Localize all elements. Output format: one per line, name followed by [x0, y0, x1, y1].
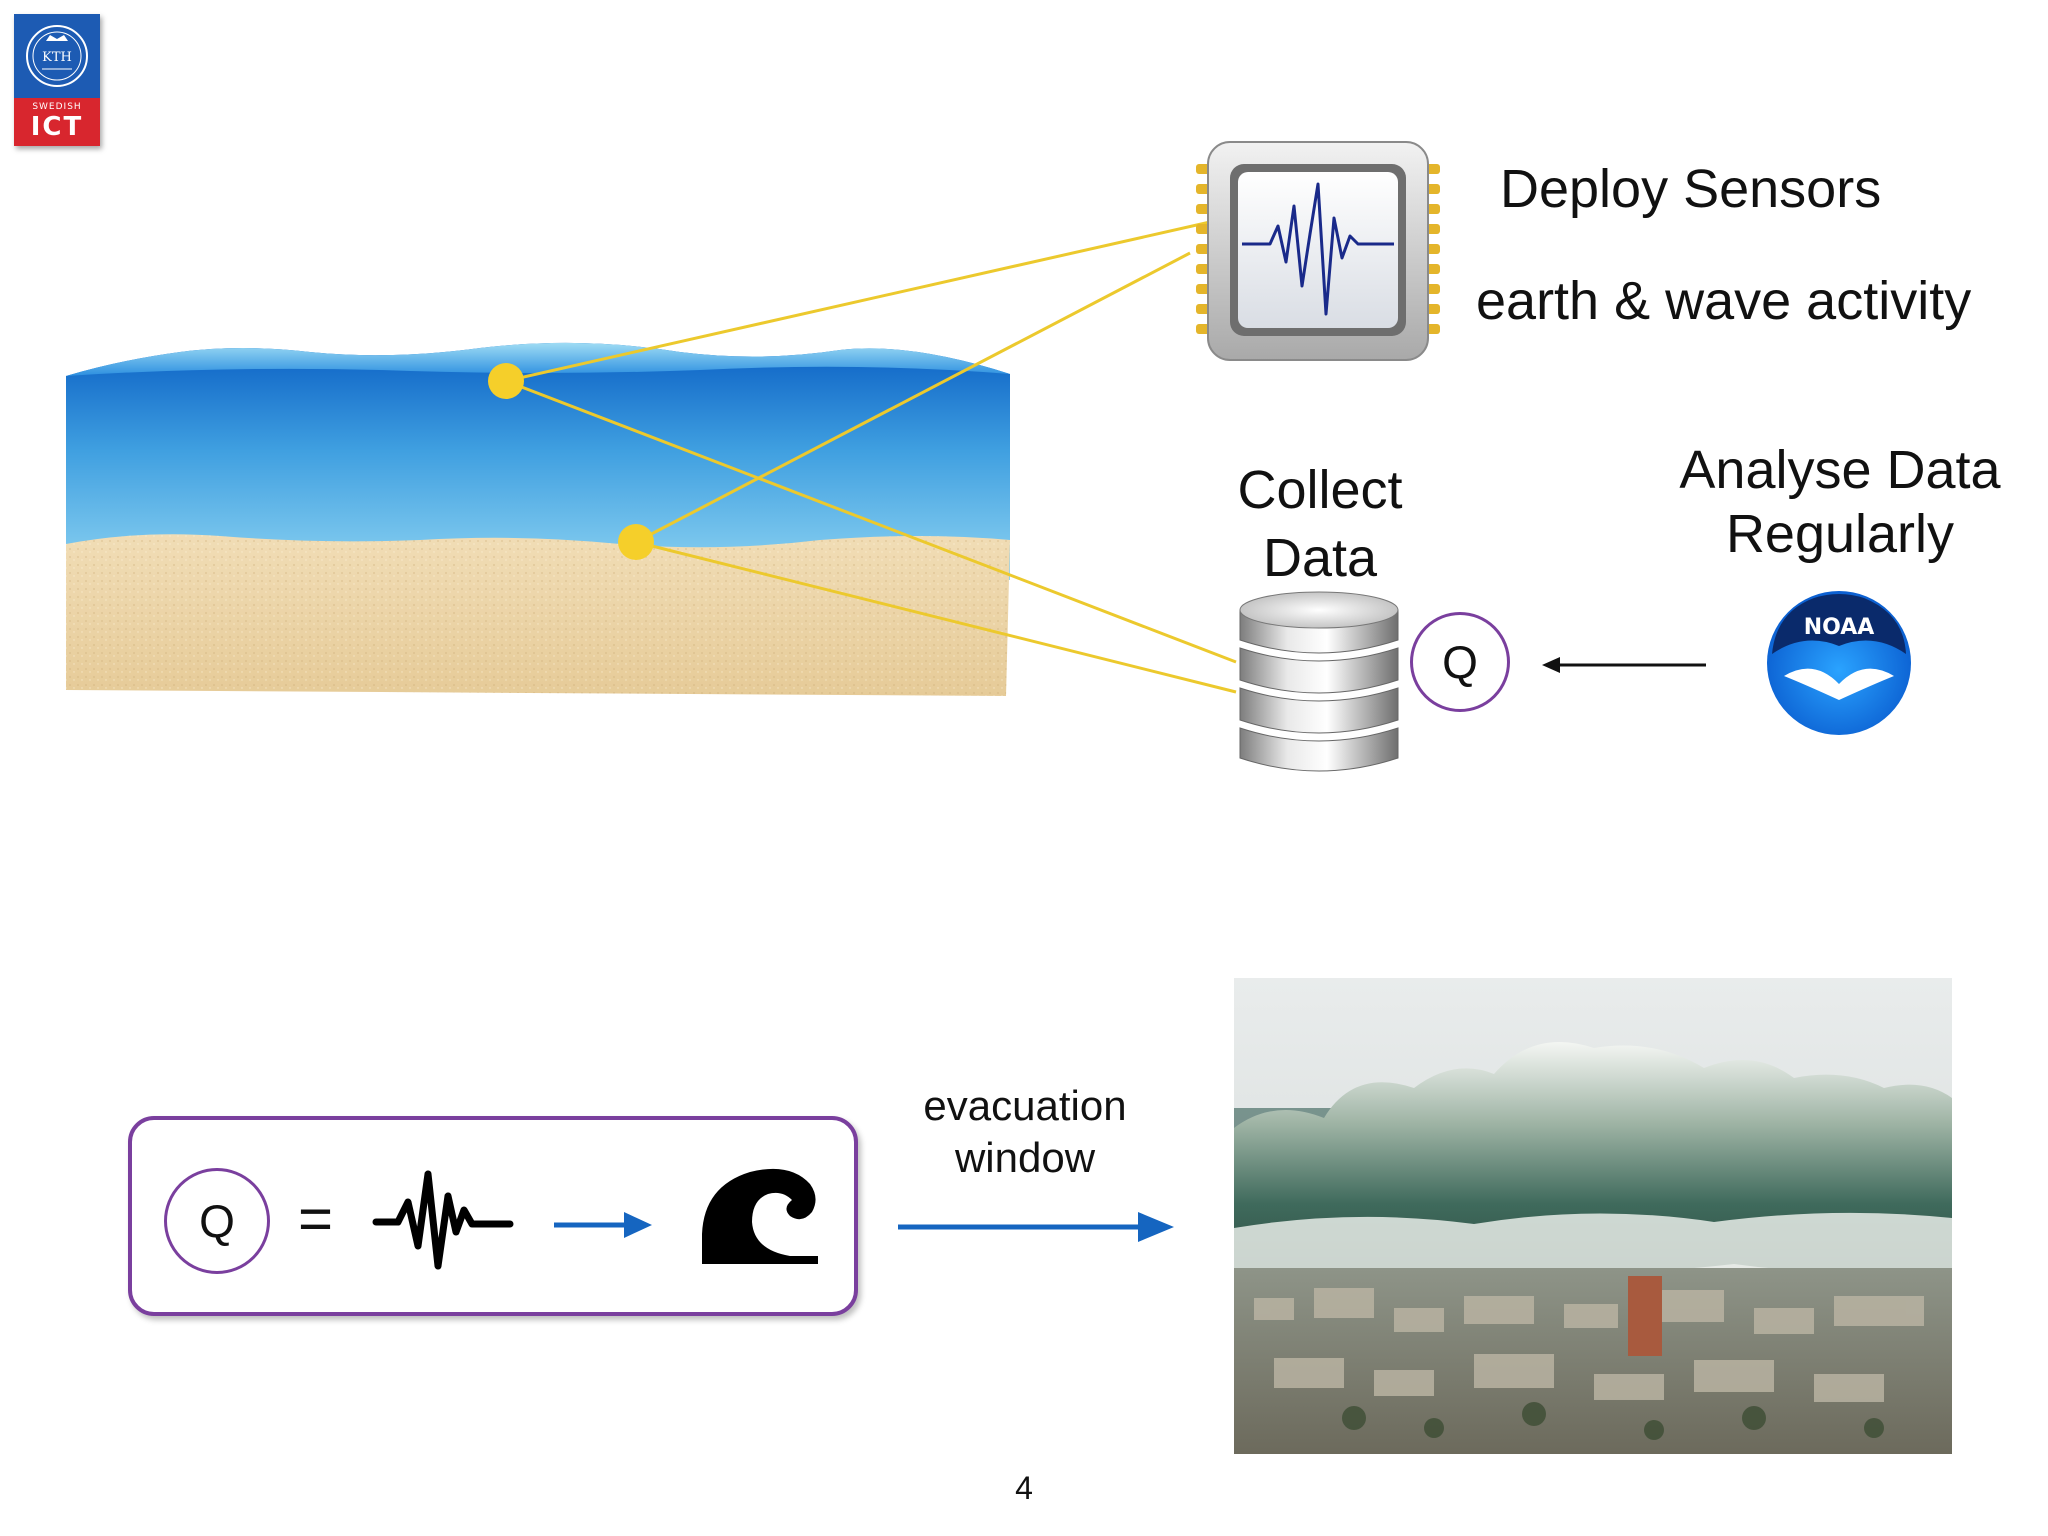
tsunami-wave-icon	[702, 1168, 818, 1264]
connector-line	[635, 540, 1237, 694]
formula-query-circle: Q	[164, 1168, 270, 1274]
earth-wave-activity-label: earth & wave activity	[1476, 271, 1972, 331]
logo-swedish-text: SWEDISH	[32, 102, 82, 112]
analyse-label-line1: Analyse Data	[1679, 440, 2001, 500]
page-number: 4	[1015, 1470, 1033, 1506]
logo-ict-text: ICT	[30, 112, 84, 142]
seismograph-chip-icon	[1196, 141, 1440, 361]
query-label: Q	[1442, 636, 1478, 688]
connector-line	[635, 251, 1191, 544]
evacuation-label-line1: evacuation	[923, 1082, 1127, 1129]
seabed-sensor-dot	[618, 524, 654, 560]
formula-arrow-icon	[554, 1212, 652, 1238]
connector-line	[505, 220, 1211, 383]
kth-crest-icon: KTH	[14, 14, 100, 98]
water-surface	[66, 342, 1010, 376]
analyse-data-label: Analyse Data Regularly	[1640, 438, 2040, 566]
collect-label-line2: Data	[1262, 528, 1378, 588]
water-body	[66, 342, 1010, 580]
evacuation-label-line2: window	[954, 1134, 1096, 1181]
analyse-arrow-icon	[1542, 657, 1706, 673]
query-circle: Q	[1410, 612, 1510, 712]
kth-ict-logo: KTH SWEDISH ICT	[14, 14, 100, 146]
swedish-ict-band: SWEDISH ICT	[14, 98, 100, 146]
ocean-illustration	[66, 342, 1010, 696]
formula-query-label: Q	[199, 1195, 235, 1247]
deploy-sensors-label: Deploy Sensors	[1500, 159, 1882, 219]
collect-data-label: Collect Data	[1190, 456, 1450, 592]
database-icon	[1239, 591, 1399, 772]
connector-line	[505, 379, 1237, 664]
kth-logo-text: KTH	[42, 50, 72, 65]
surface-sensor-dot	[488, 363, 524, 399]
analyse-label-line2: Regularly	[1725, 504, 1955, 564]
seismic-wave-icon	[372, 1170, 514, 1270]
collect-label-line1: Collect	[1237, 460, 1403, 520]
evacuation-arrow-icon	[898, 1212, 1174, 1242]
noaa-logo-icon: NOAA	[1767, 591, 1911, 735]
noaa-text: NOAA	[1804, 615, 1875, 640]
tsunami-city-photo	[1234, 978, 1952, 1454]
evacuation-window-label: evacuation window	[880, 1080, 1170, 1184]
equals-sign: =	[298, 1185, 334, 1252]
